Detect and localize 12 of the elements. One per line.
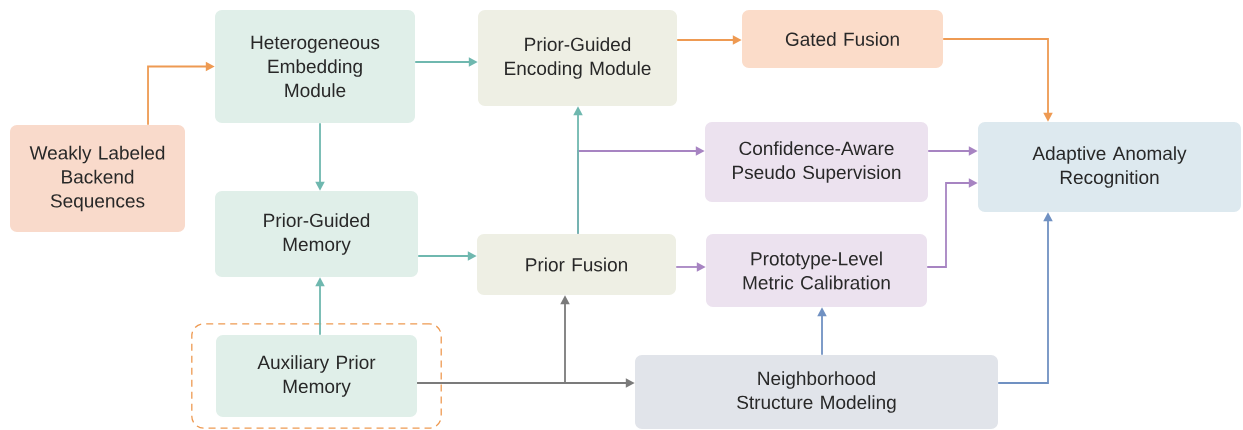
process-box: Prior-Guided Encoding Module — [478, 10, 677, 106]
process-box: Weakly Labeled Backend Sequences — [10, 125, 185, 232]
process-box: Prototype-Level Metric Calibration — [706, 234, 927, 307]
dashed-group-box — [191, 323, 442, 429]
process-box: Prior Fusion — [477, 234, 676, 295]
process-box: Adaptive Anomaly Recognition — [978, 122, 1241, 212]
process-box: Gated Fusion — [742, 10, 943, 68]
process-box: Confidence-Aware Pseudo Supervision — [705, 122, 928, 202]
process-box: Neighborhood Structure Modeling — [635, 355, 998, 429]
process-box: Prior-Guided Memory — [215, 191, 418, 277]
process-box: Auxiliary Prior Memory — [216, 335, 417, 417]
process-box: Heterogeneous Embedding Module — [215, 10, 415, 123]
